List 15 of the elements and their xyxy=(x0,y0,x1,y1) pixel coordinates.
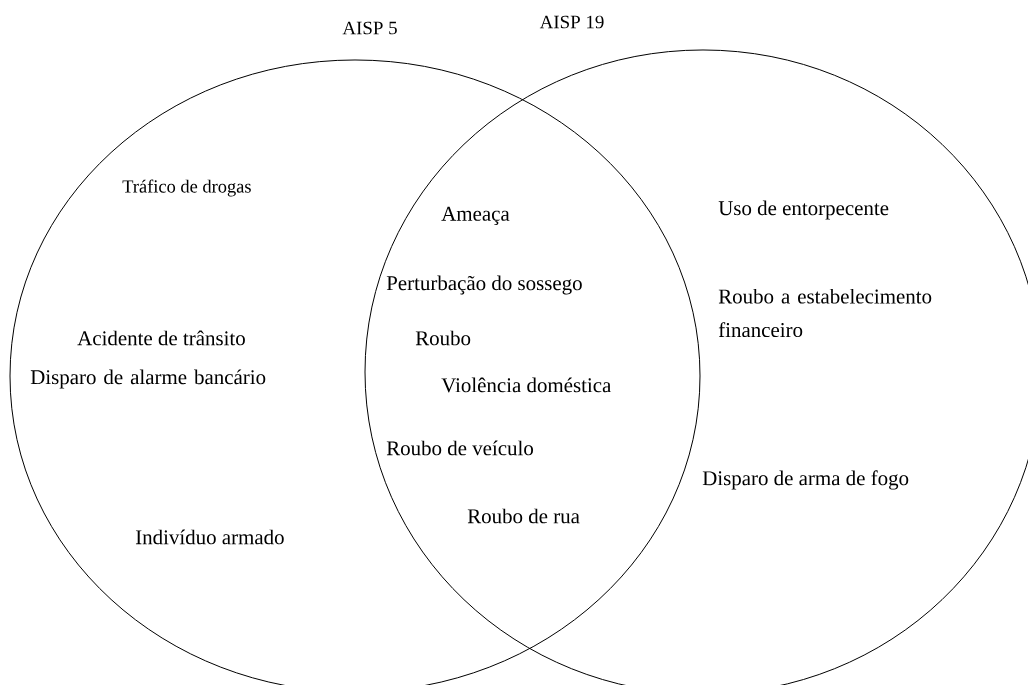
category-label: Disparo de arma de fogo xyxy=(702,470,909,490)
category-label: Roubo de veículo xyxy=(386,440,533,456)
category-label: Roubo de rua xyxy=(467,508,580,524)
category-label: Uso de entorpecente xyxy=(718,200,889,220)
category-label: Perturbação do sossego xyxy=(386,275,582,295)
category-label: Roubo a estabelecimento financeiro xyxy=(718,288,932,338)
category-label: Acidente de trânsito xyxy=(77,330,245,346)
set-title: AISP 5 xyxy=(342,21,397,35)
category-label: Tráfico de drogas xyxy=(122,179,251,197)
category-label: Roubo xyxy=(415,330,471,346)
category-label: Disparo de alarme bancário xyxy=(30,369,266,389)
category-label: Violência doméstica xyxy=(441,377,612,393)
category-label: Ameaça xyxy=(441,206,510,226)
set-title: AISP 19 xyxy=(539,15,604,29)
category-label: Indivíduo armado xyxy=(135,529,284,545)
